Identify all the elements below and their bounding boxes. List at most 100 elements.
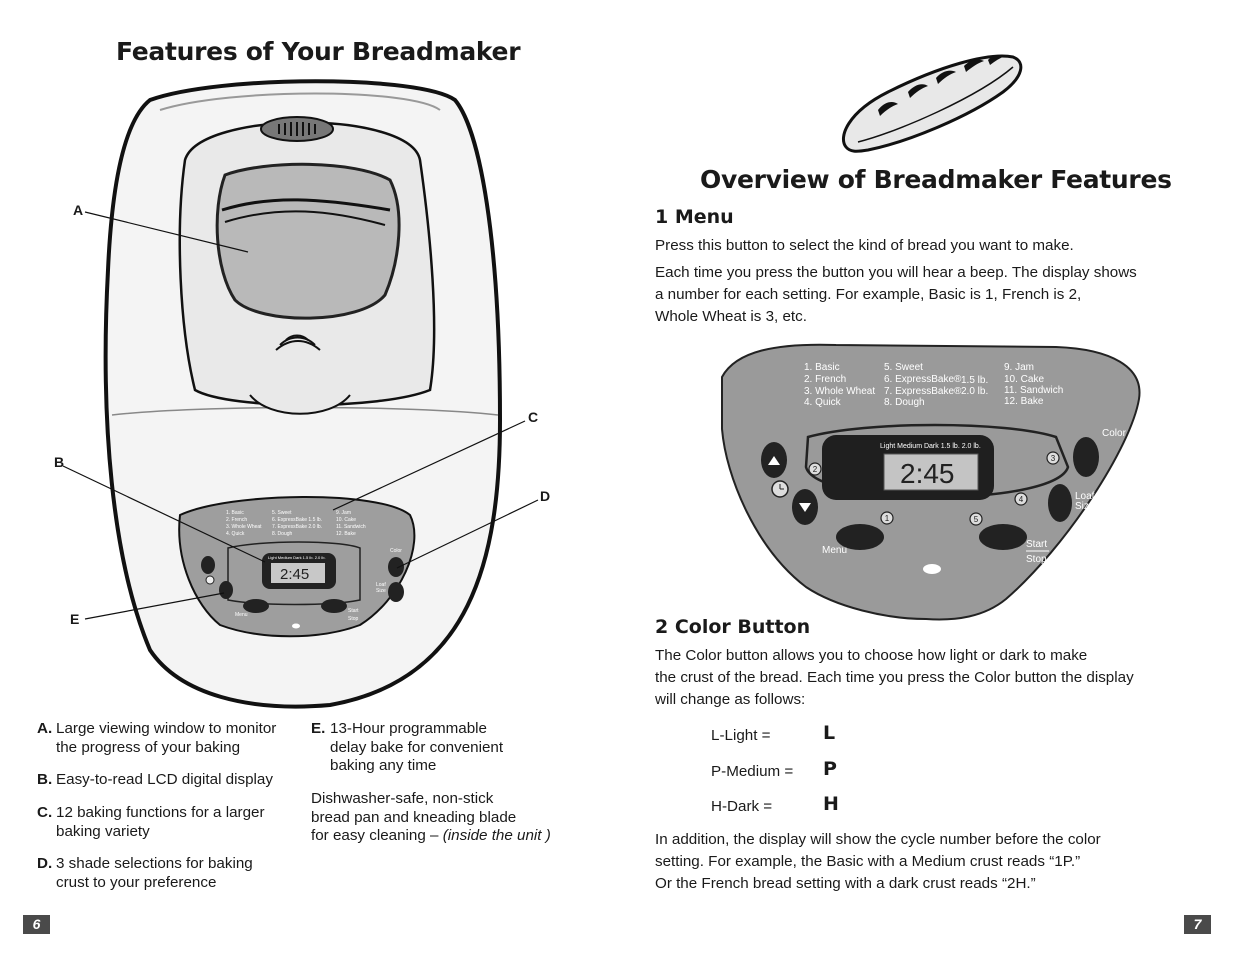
dishwasher-note: Dishwasher-safe, non-stick bread pan and… xyxy=(311,790,551,846)
svg-text:Light Medium Dark 1.5 lb. 2.0: Light Medium Dark 1.5 lb. 2.0 lb. xyxy=(268,555,326,560)
program-item: 10. Cake xyxy=(1004,374,1044,385)
dishwasher-line: for easy cleaning – xyxy=(311,827,439,844)
right-page-title: Overview of Breadmaker Features xyxy=(700,165,1172,194)
feature-text: baking variety xyxy=(56,822,150,840)
feature-d: D.3 shade selections for baking crust to… xyxy=(37,855,253,892)
feature-text: baking any time xyxy=(330,757,437,774)
color-label: Color xyxy=(1102,428,1127,439)
feature-text: crust to your preference xyxy=(56,873,217,891)
svg-text:9. Jam: 9. Jam xyxy=(336,510,351,516)
color-heading: 2 Color Button xyxy=(655,616,811,638)
shade-code-medium: P xyxy=(823,758,837,780)
callout-number: 1 xyxy=(885,514,890,523)
svg-text:Color: Color xyxy=(390,548,402,554)
baguette-icon xyxy=(841,54,1023,153)
program-item: 7. ExpressBake® xyxy=(884,386,962,397)
feature-text: Easy-to-read LCD digital display xyxy=(56,771,273,788)
svg-text:11. Sandwich: 11. Sandwich xyxy=(336,524,366,530)
shade-code-dark: H xyxy=(823,793,839,815)
feature-letter: D. xyxy=(37,855,53,872)
callout-number: 4 xyxy=(1019,495,1024,504)
svg-text:6. ExpressBake 1.5 lb.: 6. ExpressBake 1.5 lb. xyxy=(272,517,322,523)
svg-text:Start: Start xyxy=(348,608,359,614)
feature-b: B.Easy-to-read LCD digital display xyxy=(37,771,273,790)
power-light xyxy=(923,564,941,574)
program-item: 8. Dough xyxy=(884,397,925,408)
svg-text:1. Basic: 1. Basic xyxy=(226,510,244,516)
svg-text:2:45: 2:45 xyxy=(280,566,309,583)
callout-a: A xyxy=(73,202,84,218)
menu-paragraph-line: Each time you press the button you will … xyxy=(655,264,1137,281)
svg-text:4. Quick: 4. Quick xyxy=(226,531,245,537)
feature-text: 13-Hour programmable xyxy=(330,720,488,737)
loaf-label: Loaf xyxy=(1075,491,1095,502)
dishwasher-line: Dishwasher-safe, non-stick xyxy=(311,790,494,807)
svg-text:8. Dough: 8. Dough xyxy=(272,531,293,537)
feature-text: 12 baking functions for a larger xyxy=(56,804,265,821)
svg-text:2. French: 2. French xyxy=(226,517,247,523)
shade-code-light: L xyxy=(823,722,836,744)
feature-letter: E. xyxy=(311,720,326,737)
callout-number: 3 xyxy=(1051,454,1056,463)
program-item: 3. Whole Wheat xyxy=(804,386,875,397)
lcd-time: 2:45 xyxy=(900,458,955,489)
shade-label-medium: P-Medium = xyxy=(711,763,794,780)
feature-letter: C. xyxy=(37,804,53,821)
color-paragraph-line: the crust of the bread. Each time you pr… xyxy=(655,668,1134,686)
svg-text:5. Sweet: 5. Sweet xyxy=(272,510,292,516)
menu-label: Menu xyxy=(822,545,847,556)
color-paragraph-1: The Color button allows you to choose ho… xyxy=(655,645,1134,710)
start-stop-button[interactable] xyxy=(979,524,1027,550)
color-paragraph-2: In addition, the display will show the c… xyxy=(655,829,1101,894)
feature-text: delay bake for convenient xyxy=(330,738,504,756)
loaf-size-button[interactable] xyxy=(1048,484,1072,522)
page-number-right: 7 xyxy=(1184,915,1211,934)
program-size: 1.5 lb. xyxy=(961,375,988,386)
callout-b: B xyxy=(54,454,65,470)
start-label: Start xyxy=(1026,539,1047,550)
size-label: Size xyxy=(1075,501,1095,512)
callout-d: D xyxy=(540,488,551,504)
program-item: 2. French xyxy=(804,374,846,385)
svg-text:Loaf: Loaf xyxy=(376,582,386,588)
program-item: 5. Sweet xyxy=(884,362,923,373)
page-number-left: 6 xyxy=(23,915,50,934)
menu-paragraph-1: Press this button to select the kind of … xyxy=(655,237,1074,254)
menu-paragraph-line: a number for each setting. For example, … xyxy=(655,285,1082,303)
callout-number: 2 xyxy=(813,465,818,474)
program-item: 6. ExpressBake® xyxy=(884,374,962,385)
dishwasher-italic-note: (inside the unit ) xyxy=(442,827,551,844)
shade-label-dark: H-Dark = xyxy=(711,798,773,815)
feature-text: the progress of your baking xyxy=(56,738,241,756)
svg-text:3. Whole Wheat: 3. Whole Wheat xyxy=(226,524,262,530)
left-page-title: Features of Your Breadmaker xyxy=(116,37,521,66)
program-item: 4. Quick xyxy=(804,397,842,408)
menu-paragraph-line: Whole Wheat is 3, etc. xyxy=(655,307,807,325)
dishwasher-line: bread pan and kneading blade xyxy=(311,808,517,826)
feature-text: 3 shade selections for baking xyxy=(56,855,253,872)
lcd-header: Light Medium Dark 1.5 lb. 2.0 lb. xyxy=(880,443,981,450)
color-paragraph-line: The Color button allows you to choose ho… xyxy=(655,647,1088,664)
color-paragraph-line: Or the French bread setting with a dark … xyxy=(655,874,1036,892)
color-paragraph-line: will change as follows: xyxy=(655,690,806,708)
callout-number: 5 xyxy=(974,515,979,524)
svg-text:10. Cake: 10. Cake xyxy=(336,517,356,523)
program-item: 11. Sandwich xyxy=(1004,385,1063,396)
svg-text:Stop: Stop xyxy=(348,616,359,622)
control-panel-diagram: 1. Basic 2. French 3. Whole Wheat 4. Qui… xyxy=(721,343,1141,621)
feature-a: A.Large viewing window to monitor the pr… xyxy=(37,720,276,757)
color-button[interactable] xyxy=(1073,437,1099,477)
color-paragraph-line: In addition, the display will show the c… xyxy=(655,831,1101,848)
shade-label-light: L-Light = xyxy=(711,727,771,744)
feature-e: E.13-Hour programmable delay bake for co… xyxy=(311,720,503,776)
breadmaker-illustration: 1. Basic 2. French 3. Whole Wheat 4. Qui… xyxy=(62,79,539,709)
feature-letter: B. xyxy=(37,771,53,788)
svg-text:Menu: Menu xyxy=(235,612,248,618)
svg-text:12. Bake: 12. Bake xyxy=(336,531,356,537)
menu-heading: 1 Menu xyxy=(655,206,734,228)
feature-c: C.12 baking functions for a larger bakin… xyxy=(37,804,265,841)
menu-button[interactable] xyxy=(836,524,884,550)
svg-text:7. ExpressBake 2.0 lb.: 7. ExpressBake 2.0 lb. xyxy=(272,524,322,530)
callout-c: C xyxy=(528,409,539,425)
menu-paragraph-2: Each time you press the button you will … xyxy=(655,262,1137,327)
